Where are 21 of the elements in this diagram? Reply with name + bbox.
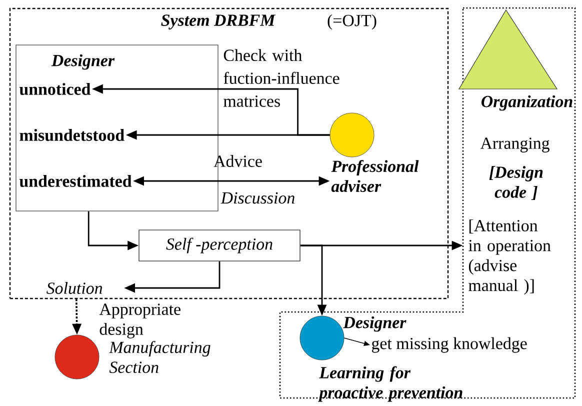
circle-label: Manufacturing Section [109,341,210,374]
circle-label: Professional adviser [331,160,419,192]
box-heading: Designer [51,54,115,70]
panel-text: Learning for proactive prevention [318,366,462,402]
text-label: get missing knowledge [372,337,527,353]
list-item: unnoticed [19,83,91,95]
panel-text: Arranging [480,138,550,152]
panel-text: [Attention in operation (advise manual )] [468,219,551,295]
region-title: (=OJT) [328,14,376,30]
triangle-label: Organization [482,95,572,111]
edge-label: Check with fuction-influence matrices [224,49,340,107]
panel-text: [Design code ] [489,166,543,200]
list-item: misundetstood [20,129,124,141]
region-title: System DRBFM [161,14,276,30]
edge-label: Advice [214,155,262,167]
text-label: Discussion [220,192,294,204]
edge-label: Appropriate design [99,304,180,338]
list-item: underestimated [19,175,132,187]
text-label: Solution [46,282,102,294]
circle-label: Designer [343,316,406,332]
process-box: Self -perception [138,230,300,262]
